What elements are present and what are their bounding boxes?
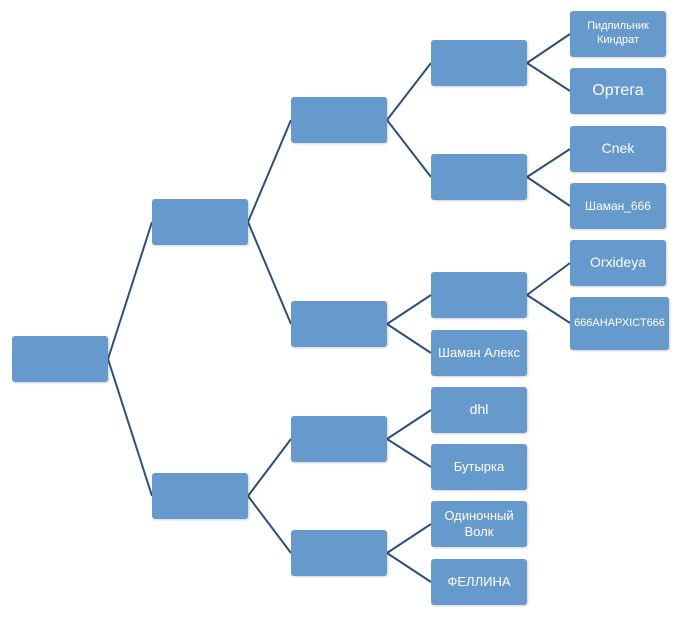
leaf-shaman-666: Шаман_666 [570, 183, 666, 229]
connector-line [526, 62, 571, 92]
branch-node-a2a [431, 272, 527, 318]
leaf-orxideya: Orxideya [570, 240, 666, 286]
connector-line [526, 33, 571, 64]
leaf-dhl: dhl [431, 387, 527, 433]
leaf-odinochny-volk: Одиночный Волк [431, 501, 527, 547]
branch-node-a [152, 199, 248, 245]
connector-line [247, 495, 292, 554]
connector-line [386, 119, 432, 178]
connector-line [386, 552, 432, 583]
root-node [12, 336, 108, 382]
connector-line [386, 294, 432, 325]
branch-node-a1b [431, 154, 527, 200]
leaf-pidpilnik-kindrat: Пидпильник Киндрат [570, 11, 666, 57]
connector-line [386, 409, 432, 440]
branch-node-a1 [291, 97, 387, 143]
connector-line [526, 294, 571, 324]
connector-line [526, 148, 571, 178]
leaf-butyrka: Бутырка [431, 444, 527, 490]
connector-line [386, 62, 432, 121]
branch-node-a2 [291, 301, 387, 347]
leaf-shaman-aleks: Шаман Алекс [431, 330, 527, 376]
connector-line [247, 119, 292, 223]
connector-line [386, 523, 432, 554]
branch-node-b2 [291, 530, 387, 576]
connector-line [247, 438, 292, 497]
connector-line [247, 221, 292, 325]
connector-line [526, 176, 571, 207]
connector-line [526, 262, 571, 296]
connector-line [107, 358, 153, 497]
branch-node-b1 [291, 416, 387, 462]
connector-line [386, 438, 432, 468]
leaf-cnek: Cnek [570, 126, 666, 172]
branch-node-b [152, 473, 248, 519]
connector-lines [107, 33, 571, 583]
leaf-666anarhist666: 666АНАРХIСТ666 [570, 297, 669, 350]
leaf-fellina: ФЕЛЛИНА [431, 559, 527, 605]
branch-node-a1a [431, 40, 527, 86]
leaf-ortega: Ортега [570, 68, 666, 114]
connector-line [107, 221, 153, 360]
connector-line [386, 323, 432, 354]
